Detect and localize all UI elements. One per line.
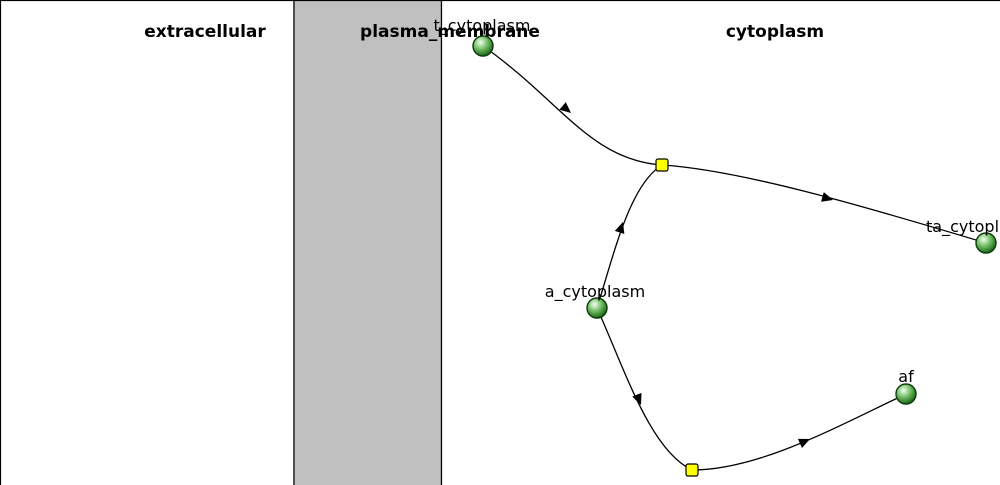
species-af[interactable]: af xyxy=(895,367,917,405)
species-node-icon xyxy=(895,383,917,405)
arrowhead-4 xyxy=(632,392,642,405)
species-label: af xyxy=(898,367,914,386)
edge-a-cytoplasm-to-reaction1[interactable] xyxy=(596,164,663,309)
edge-reaction1-to-ta-cytoplasm[interactable] xyxy=(661,164,987,244)
arrowhead-5 xyxy=(797,438,810,449)
species-node-icon xyxy=(975,232,997,254)
species-label: t_cytoplasm xyxy=(434,16,531,36)
species-node-icon xyxy=(472,35,494,57)
plasma-membrane-compartment[interactable] xyxy=(293,0,443,485)
arrowhead-3 xyxy=(614,222,625,235)
species-ta-cytoplasm[interactable]: ta_cytoplasm xyxy=(926,217,1000,254)
extracellular-compartment[interactable] xyxy=(0,0,295,485)
plasma-membrane-title: plasma_membrane xyxy=(360,22,540,42)
species-t-cytoplasm[interactable]: t_cytoplasm xyxy=(434,16,531,57)
reaction-node-1[interactable] xyxy=(655,158,669,172)
cytoplasm-title: cytoplasm xyxy=(726,22,824,42)
reaction-node-2[interactable] xyxy=(685,463,699,477)
arrowhead-2 xyxy=(821,192,833,202)
extracellular-title: extracellular xyxy=(144,22,266,42)
edge-a-cytoplasm-to-reaction2[interactable] xyxy=(596,307,693,471)
species-label: a_cytoplasm xyxy=(545,282,645,302)
species-node-icon xyxy=(586,297,608,319)
species-label: ta_cytoplasm xyxy=(926,217,1000,237)
arrowhead-1 xyxy=(559,102,571,113)
species-a-cytoplasm[interactable]: a_cytoplasm xyxy=(545,282,645,319)
cytoplasm-compartment[interactable] xyxy=(440,0,1000,485)
edge-t-cytoplasm-to-reaction1[interactable] xyxy=(482,45,663,166)
edge-reaction2-to-af[interactable] xyxy=(691,393,907,471)
